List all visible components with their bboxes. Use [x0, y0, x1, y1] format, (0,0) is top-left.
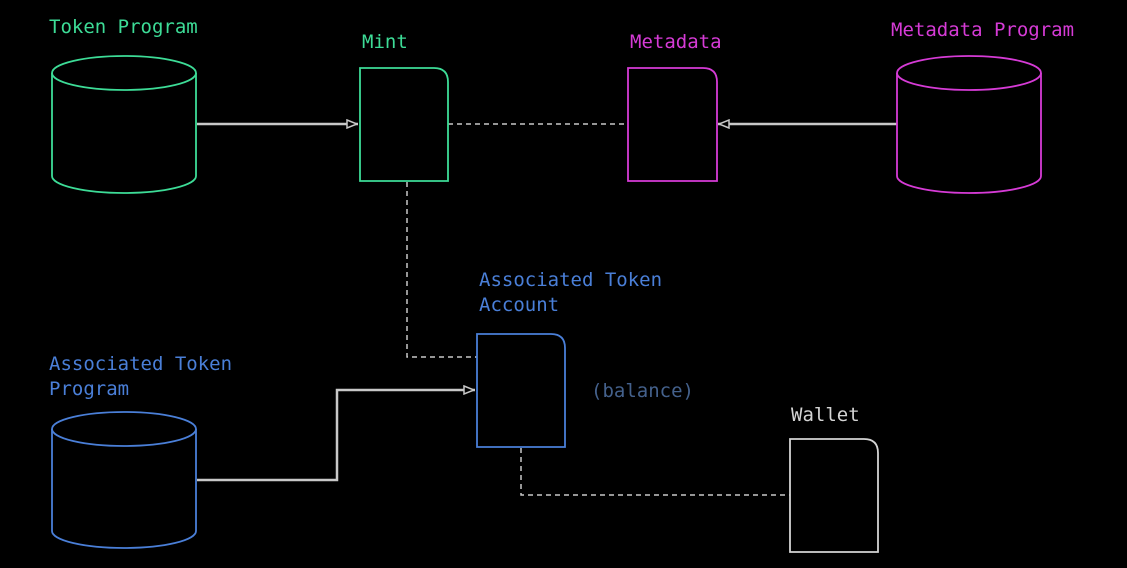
document-icon — [476, 333, 566, 448]
ata-label-line2: Account — [479, 294, 559, 316]
token-program-label: Token Program — [49, 16, 198, 38]
wallet-node: Wallet — [789, 404, 879, 553]
database-cylinder-icon — [51, 55, 197, 194]
ata-label-line1: Associated Token — [479, 269, 662, 291]
mint-ata-link — [406, 182, 477, 358]
token-program-node: Token Program — [49, 16, 198, 194]
metadata-program-node: Metadata Program — [891, 19, 1074, 194]
ata-wallet-link — [520, 448, 790, 496]
metadata-node: Metadata — [627, 31, 722, 182]
mint-label: Mint — [362, 31, 408, 53]
metadata-label: Metadata — [630, 31, 722, 53]
associated-token-account-node: Associated Token Account (balance) — [476, 269, 694, 448]
document-icon — [627, 67, 718, 182]
associated-token-program-node: Associated Token Program — [49, 353, 232, 549]
balance-label: (balance) — [591, 380, 694, 402]
database-cylinder-icon — [896, 55, 1042, 194]
metadata-program-label: Metadata Program — [891, 19, 1074, 41]
atp-to-ata-arrow — [197, 390, 475, 482]
mint-node: Mint — [359, 31, 449, 182]
document-icon — [789, 438, 879, 553]
atp-label-line1: Associated Token — [49, 353, 232, 375]
database-cylinder-icon — [51, 411, 197, 549]
atp-label-line2: Program — [49, 378, 129, 400]
document-icon — [359, 67, 449, 182]
wallet-label: Wallet — [791, 404, 860, 426]
